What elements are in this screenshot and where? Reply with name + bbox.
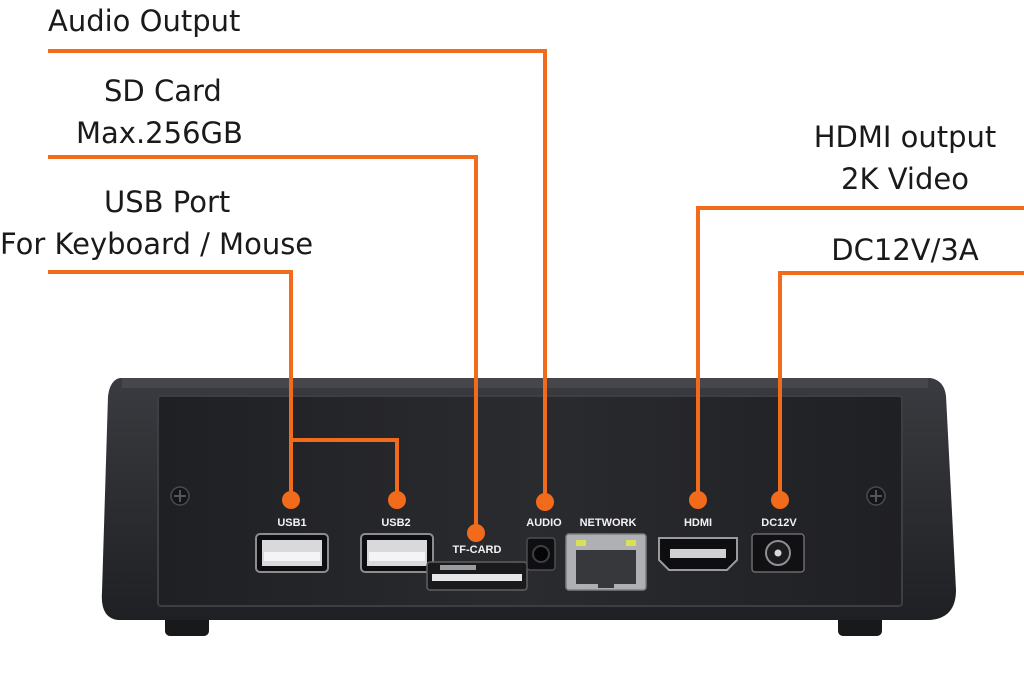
port-label-usb1: USB1: [277, 517, 306, 529]
port-label-usb2: USB2: [381, 517, 410, 529]
tf-card-slot-icon: [426, 561, 528, 591]
callout-usb-title: USB Port: [104, 185, 231, 219]
endpoint-dot-tf-card: [467, 524, 485, 542]
leader-line-usb: [48, 270, 293, 500]
network-port-icon: [565, 533, 647, 591]
usb1-port-icon: [255, 533, 329, 573]
callout-usb-description: For Keyboard / Mouse: [0, 227, 314, 261]
callout-sd-card-capacity: Max.256GB: [76, 116, 243, 150]
endpoint-dot-usb2: [388, 491, 406, 509]
endpoint-dot-audio: [536, 493, 554, 511]
callout-power-spec: DC12V/3A: [831, 233, 979, 267]
leader-line-power: [778, 271, 1024, 500]
leader-line-audio: [48, 49, 547, 502]
hdmi-port-icon: [658, 537, 738, 571]
port-label-hdmi: HDMI: [684, 517, 712, 529]
endpoint-dot-usb1: [282, 491, 300, 509]
leader-line-hdmi: [696, 206, 1024, 500]
endpoint-dot-power: [771, 491, 789, 509]
usb2-port-icon: [360, 533, 434, 573]
device-top-edge: [122, 378, 928, 388]
endpoint-dot-hdmi: [689, 491, 707, 509]
leader-line-usb-branch: [291, 438, 399, 500]
callout-hdmi-title: HDMI output: [813, 120, 997, 154]
port-label-audio: AUDIO: [526, 517, 562, 529]
port-label-network: NETWORK: [580, 517, 637, 529]
port-label-dc12v: DC12V: [761, 517, 797, 529]
audio-jack-icon: [526, 537, 556, 571]
callout-sd-card-title: SD Card: [104, 74, 222, 108]
screw-icon: [170, 486, 190, 506]
callout-audio-output: Audio Output: [48, 4, 241, 38]
port-label-tf-card: TF-CARD: [453, 544, 502, 556]
callout-hdmi-resolution: 2K Video: [841, 162, 969, 196]
screw-icon: [866, 486, 886, 506]
dc-power-jack-icon: [751, 533, 805, 573]
leader-line-sd-card: [48, 155, 478, 532]
rear-panel: [157, 395, 903, 607]
